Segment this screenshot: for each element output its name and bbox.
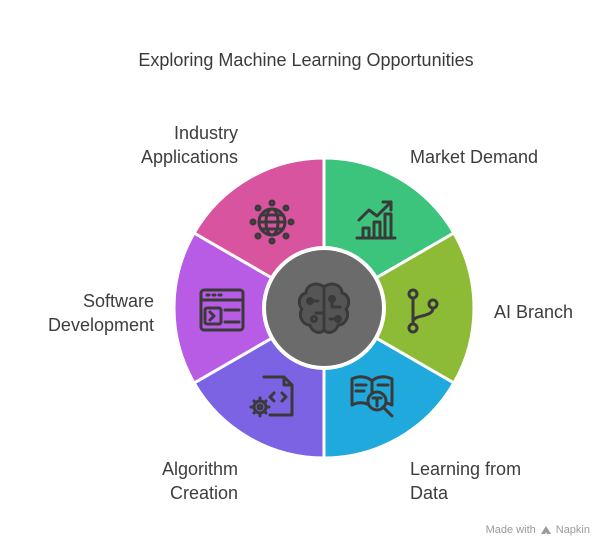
- napkin-watermark: Made with Napkin: [486, 524, 590, 536]
- watermark-prefix: Made with: [485, 524, 536, 536]
- label-market-demand: Market Demand: [410, 147, 539, 167]
- napkin-logo-icon: [540, 526, 551, 534]
- label-software-development: Software Development: [47, 291, 154, 335]
- label-industry-applications: Industry Applications: [140, 123, 238, 167]
- diagram-title: Exploring Machine Learning Opportunities: [138, 50, 474, 70]
- label-learning-from-data: Learning from Data: [410, 459, 522, 503]
- center-circle: [266, 250, 382, 366]
- watermark-brand: Napkin: [555, 524, 590, 536]
- label-algorithm-creation: Algorithm Creation: [161, 459, 238, 503]
- label-ai-branch: AI Branch: [494, 302, 574, 322]
